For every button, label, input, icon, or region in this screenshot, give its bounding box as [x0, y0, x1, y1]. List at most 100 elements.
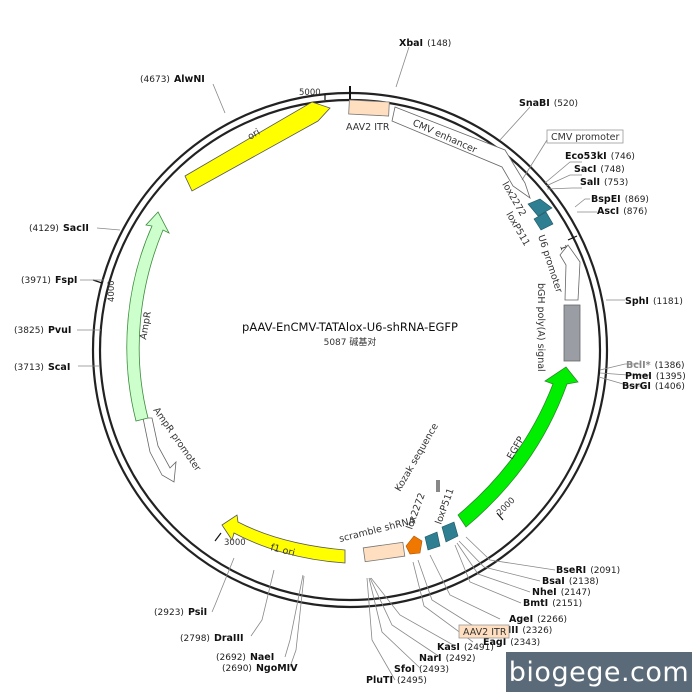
tick-4000 — [92, 279, 103, 284]
backbone-outer-ring — [91, 91, 609, 609]
leader-pluti — [366, 577, 396, 681]
bgh-polya-label: bGH poly(A) signal — [535, 283, 546, 372]
leader-snabi — [499, 106, 531, 141]
tick-2000 — [496, 512, 504, 521]
leader-naei — [284, 574, 304, 658]
leader-sacii — [96, 227, 121, 231]
aav2-itr-bottom-label: AAV2 ITR — [463, 627, 507, 638]
site-sfoi: SfoI(2493) — [394, 664, 449, 675]
f1-ori-arrow — [221, 514, 346, 564]
leader-agei — [429, 554, 501, 620]
loxp511-lower-label: loxP511 — [433, 487, 456, 526]
cmv-promoter-label: CMV promoter — [551, 132, 620, 143]
leader-sali — [546, 187, 582, 190]
site-snabi: SnaBI(520) — [519, 98, 578, 109]
tick-label-2000: 2000 — [495, 496, 517, 518]
ampr-label: AmpR — [138, 310, 154, 340]
site-naei: (2692)NaeI — [216, 652, 274, 663]
site-bseri: BseRI(2091) — [556, 565, 620, 576]
leader-alwni — [212, 83, 226, 114]
leader-bcli — [599, 363, 640, 371]
ampr-arrow — [126, 211, 170, 422]
loxp511-lower-shape — [441, 521, 459, 543]
site-asci: AscI(876) — [597, 206, 647, 217]
loxp511-upper-shape — [533, 211, 554, 231]
cmv-enhancer-arrow — [391, 106, 531, 200]
leader-nari — [369, 577, 441, 658]
plasmid-size: 5087 碱基对 — [324, 336, 377, 348]
site-kasi: KasI(2491) — [437, 642, 494, 653]
leader-saci — [545, 174, 582, 187]
aav2-itr-top-box — [348, 99, 390, 117]
scramble-shrna-arrow — [405, 535, 423, 555]
site-bmti: BmtI(2151) — [523, 598, 582, 609]
ori-label: ori — [246, 127, 262, 143]
leader-xbai — [395, 46, 410, 88]
aav2-itr-top-label: AAV2 ITR — [346, 122, 390, 133]
site-xbai: XbaI(148) — [399, 38, 451, 49]
site-sphi: SphI(1181) — [625, 296, 683, 307]
site-nhei: NheI(2147) — [532, 587, 591, 598]
site-saci: SacI(748) — [574, 164, 625, 175]
site-sacii: (4129)SacII — [29, 223, 89, 234]
tick-1000 — [567, 235, 578, 241]
site-ngomiv: (2690)NgoMIV — [222, 663, 298, 674]
kozak-marker — [436, 480, 440, 492]
leader-psii — [211, 557, 235, 613]
site-pluti: PluTI(2495) — [366, 675, 427, 686]
lox2272-lower-shape — [424, 531, 441, 551]
tick-label-4000: 4000 — [107, 280, 117, 302]
leader-nhei — [456, 542, 531, 593]
u6-promoter-arrow — [559, 244, 581, 301]
leader-bmti — [454, 544, 522, 604]
aav2-itr-bottom-box — [362, 541, 406, 563]
site-draiii: (2798)DraIII — [180, 633, 244, 644]
leader-pmei — [599, 372, 650, 376]
cmv-promoter-leader — [521, 139, 548, 181]
site-bsai: BsaI(2138) — [542, 576, 599, 587]
site-sali: SalI(753) — [580, 177, 628, 188]
tick-label-5000: 5000 — [299, 88, 321, 98]
leader-bsrgi — [598, 376, 645, 387]
site-alwni: (4673)AlwNI — [140, 74, 205, 85]
plasmid-name: pAAV-EnCMV-TATAlox-U6-shRNA-EGFP — [242, 320, 458, 334]
watermark-logo: biogege.com — [506, 652, 692, 692]
cmv-promoter-box — [546, 129, 624, 144]
lox2272-upper-shape — [527, 198, 553, 217]
leader-eagi — [412, 561, 474, 643]
scramble-shrna-label: scramble shRNA — [338, 515, 417, 545]
site-fspi: (3971)FspI — [21, 275, 77, 286]
site-nari: NarI(2492) — [419, 653, 476, 664]
leader-bspei — [574, 198, 590, 208]
ori-arrow — [184, 101, 331, 192]
bgh-polya-box — [563, 304, 581, 362]
tick-label-3000: 3000 — [224, 538, 246, 548]
leader-hindiii — [417, 559, 481, 631]
kozak-label: Kozak sequence — [393, 421, 441, 493]
leader-bsai — [458, 540, 541, 582]
site-pmei: PmeI(1395) — [625, 371, 686, 382]
site-bsrgi: BsrGI(1406) — [622, 381, 685, 392]
site-scai: (3713)ScaI — [14, 362, 70, 373]
leader-draiii — [250, 569, 275, 637]
site-pvui: (3825)PvuI — [14, 325, 71, 336]
site-leaders — [77, 46, 650, 681]
leader-sfoi — [368, 577, 421, 669]
watermark-text: biogege.com — [508, 656, 690, 688]
egfp-arrow — [457, 366, 579, 528]
site-eagi: EagI(2343) — [483, 637, 540, 648]
site-bcli: BclI*(1386) — [626, 360, 685, 371]
leader-eco53ki — [544, 161, 582, 184]
site-bspei: BspEI(869) — [591, 194, 649, 205]
leader-bseri — [465, 536, 556, 571]
site-psii: (2923)PsiI — [154, 607, 207, 618]
site-eco53ki: Eco53kI(746) — [565, 151, 635, 162]
leader-ngomiv — [289, 575, 305, 668]
aav2-itr-bottom-label-box — [458, 624, 510, 639]
leader-kasi — [370, 577, 456, 647]
tick-marks — [92, 86, 578, 542]
ampr-promoter-arrow — [142, 417, 177, 483]
tick-3000 — [214, 532, 222, 542]
site-agei: AgeI(2266) — [509, 614, 567, 625]
